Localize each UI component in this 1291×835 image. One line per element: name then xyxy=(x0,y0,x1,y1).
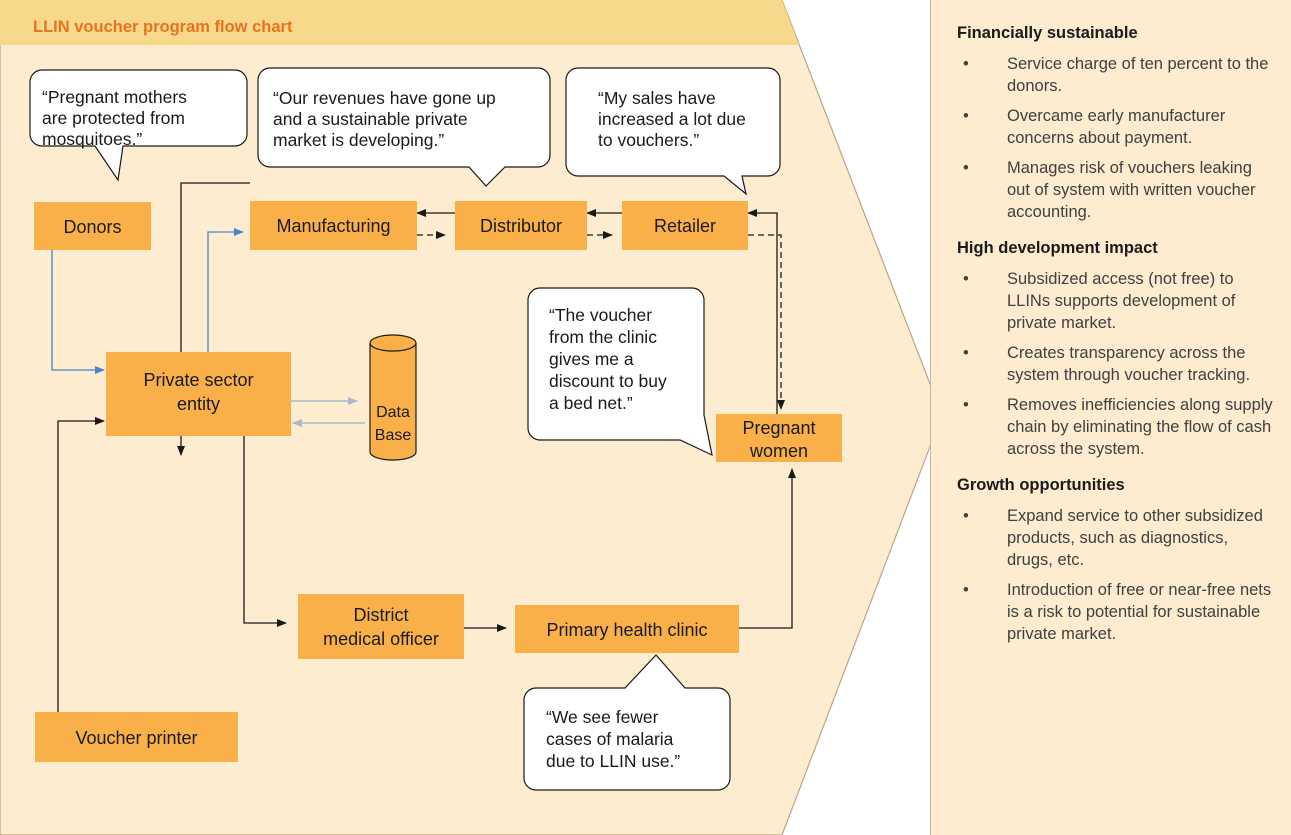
list-item: •Overcame early manufacturer concerns ab… xyxy=(963,107,1226,147)
list-item: •Expand service to other subsidized prod… xyxy=(963,507,1263,569)
quote-bubble-manufacturing: “Our revenues have gone up and a sustain… xyxy=(257,67,551,187)
svg-text:Distributor: Distributor xyxy=(480,216,562,236)
quote-bubble-retailer: “My sales have increased a lot due to vo… xyxy=(565,67,781,196)
svg-text:a bed net.”: a bed net.” xyxy=(549,393,633,413)
node-manufacturing: Manufacturing xyxy=(250,201,417,250)
svg-text:District: District xyxy=(354,605,409,625)
svg-text:discount to buy: discount to buy xyxy=(549,371,667,391)
svg-text:Voucher printer: Voucher printer xyxy=(75,728,197,748)
node-retailer: Retailer xyxy=(622,201,748,250)
list-item: •Service charge of ten percent to the do… xyxy=(963,55,1269,95)
arrow-pregnant-women-to-retailer xyxy=(747,209,778,414)
node-private-sector-entity: Private sector entity xyxy=(106,352,291,436)
svg-text:Base: Base xyxy=(375,427,412,444)
node-distributor: Distributor xyxy=(455,201,587,250)
section-heading: Financially sustainable xyxy=(957,24,1138,42)
svg-text:market is developing.”: market is developing.” xyxy=(273,130,444,150)
blue-arrow-donors-to-private-sector xyxy=(51,247,105,374)
svg-text:“Pregnant mothers: “Pregnant mothers xyxy=(42,87,187,107)
svg-text:Pregnant: Pregnant xyxy=(742,418,815,438)
quote-bubble-pregnant-women: “The voucher from the clinic gives me a … xyxy=(527,287,713,457)
quote-bubble-donors: “Pregnant mothers are protected from mos… xyxy=(29,69,248,182)
svg-text:“Our revenues have gone up: “Our revenues have gone up xyxy=(273,88,496,108)
section-financially-sustainable: Financially sustainable •Service charge … xyxy=(957,24,1273,223)
svg-text:“The voucher: “The voucher xyxy=(549,305,652,325)
section-growth-opportunities: Growth opportunities •Expand service to … xyxy=(957,476,1273,645)
blue-arrow-private-sector-to-manufacturing xyxy=(207,228,244,352)
node-database: Data Base xyxy=(369,334,417,461)
svg-text:Primary health clinic: Primary health clinic xyxy=(546,620,707,640)
svg-text:medical officer: medical officer xyxy=(323,629,439,649)
summary-panel: Financially sustainable •Service charge … xyxy=(930,0,1291,835)
svg-text:cases of malaria: cases of malaria xyxy=(546,729,674,749)
list-item: •Manages risk of vouchers leaking out of… xyxy=(963,159,1256,221)
svg-text:due to LLIN use.”: due to LLIN use.” xyxy=(546,751,680,771)
section-heading: Growth opportunities xyxy=(957,476,1125,494)
svg-text:and a sustainable private: and a sustainable private xyxy=(273,109,468,129)
svg-text:are protected from: are protected from xyxy=(42,108,185,128)
svg-text:Donors: Donors xyxy=(63,217,121,237)
node-voucher-printer: Voucher printer xyxy=(35,712,238,762)
dashed-arrow-retailer-to-pregnant-women xyxy=(748,234,785,410)
node-primary-health-clinic: Primary health clinic xyxy=(515,605,739,653)
quote-bubble-clinic: “We see fewer cases of malaria due to LL… xyxy=(523,654,731,791)
svg-text:to vouchers.”: to vouchers.” xyxy=(598,130,699,150)
svg-text:“We see fewer: “We see fewer xyxy=(546,707,659,727)
node-pregnant-women: Pregnant women xyxy=(716,414,842,462)
list-item: •Creates transparency across the system … xyxy=(963,344,1251,384)
list-item: •Introduction of free or near-free nets … xyxy=(963,581,1272,643)
svg-text:Data: Data xyxy=(376,404,410,421)
section-high-development-impact: High development impact •Subsidized acce… xyxy=(957,239,1273,460)
arrow-clinic-to-pregnant-women xyxy=(739,468,796,629)
flow-chart-canvas: LLIN voucher program flow chart Donors M… xyxy=(0,0,930,835)
svg-text:women: women xyxy=(749,441,808,461)
arrow-voucher-printer-to-private-sector xyxy=(57,417,105,712)
svg-text:increased a lot due: increased a lot due xyxy=(598,109,746,129)
svg-text:Retailer: Retailer xyxy=(654,216,716,236)
svg-text:entity: entity xyxy=(177,394,220,414)
node-district-medical-officer: District medical officer xyxy=(298,594,464,659)
arrow-private-sector-to-district-officer xyxy=(243,436,287,627)
svg-text:“My sales have: “My sales have xyxy=(598,88,716,108)
list-item: •Subsidized access (not free) to LLINs s… xyxy=(963,270,1236,332)
svg-text:from the clinic: from the clinic xyxy=(549,327,657,347)
svg-text:mosquitoes.”: mosquitoes.” xyxy=(42,129,142,149)
svg-text:Manufacturing: Manufacturing xyxy=(276,216,390,236)
list-item: •Removes inefficiencies along supply cha… xyxy=(963,396,1273,458)
node-donors: Donors xyxy=(34,202,151,250)
title-band xyxy=(0,0,799,45)
svg-text:Private sector: Private sector xyxy=(143,370,253,390)
chart-title: LLIN voucher program flow chart xyxy=(33,18,293,36)
svg-text:gives me a: gives me a xyxy=(549,349,634,369)
section-heading: High development impact xyxy=(957,239,1158,257)
